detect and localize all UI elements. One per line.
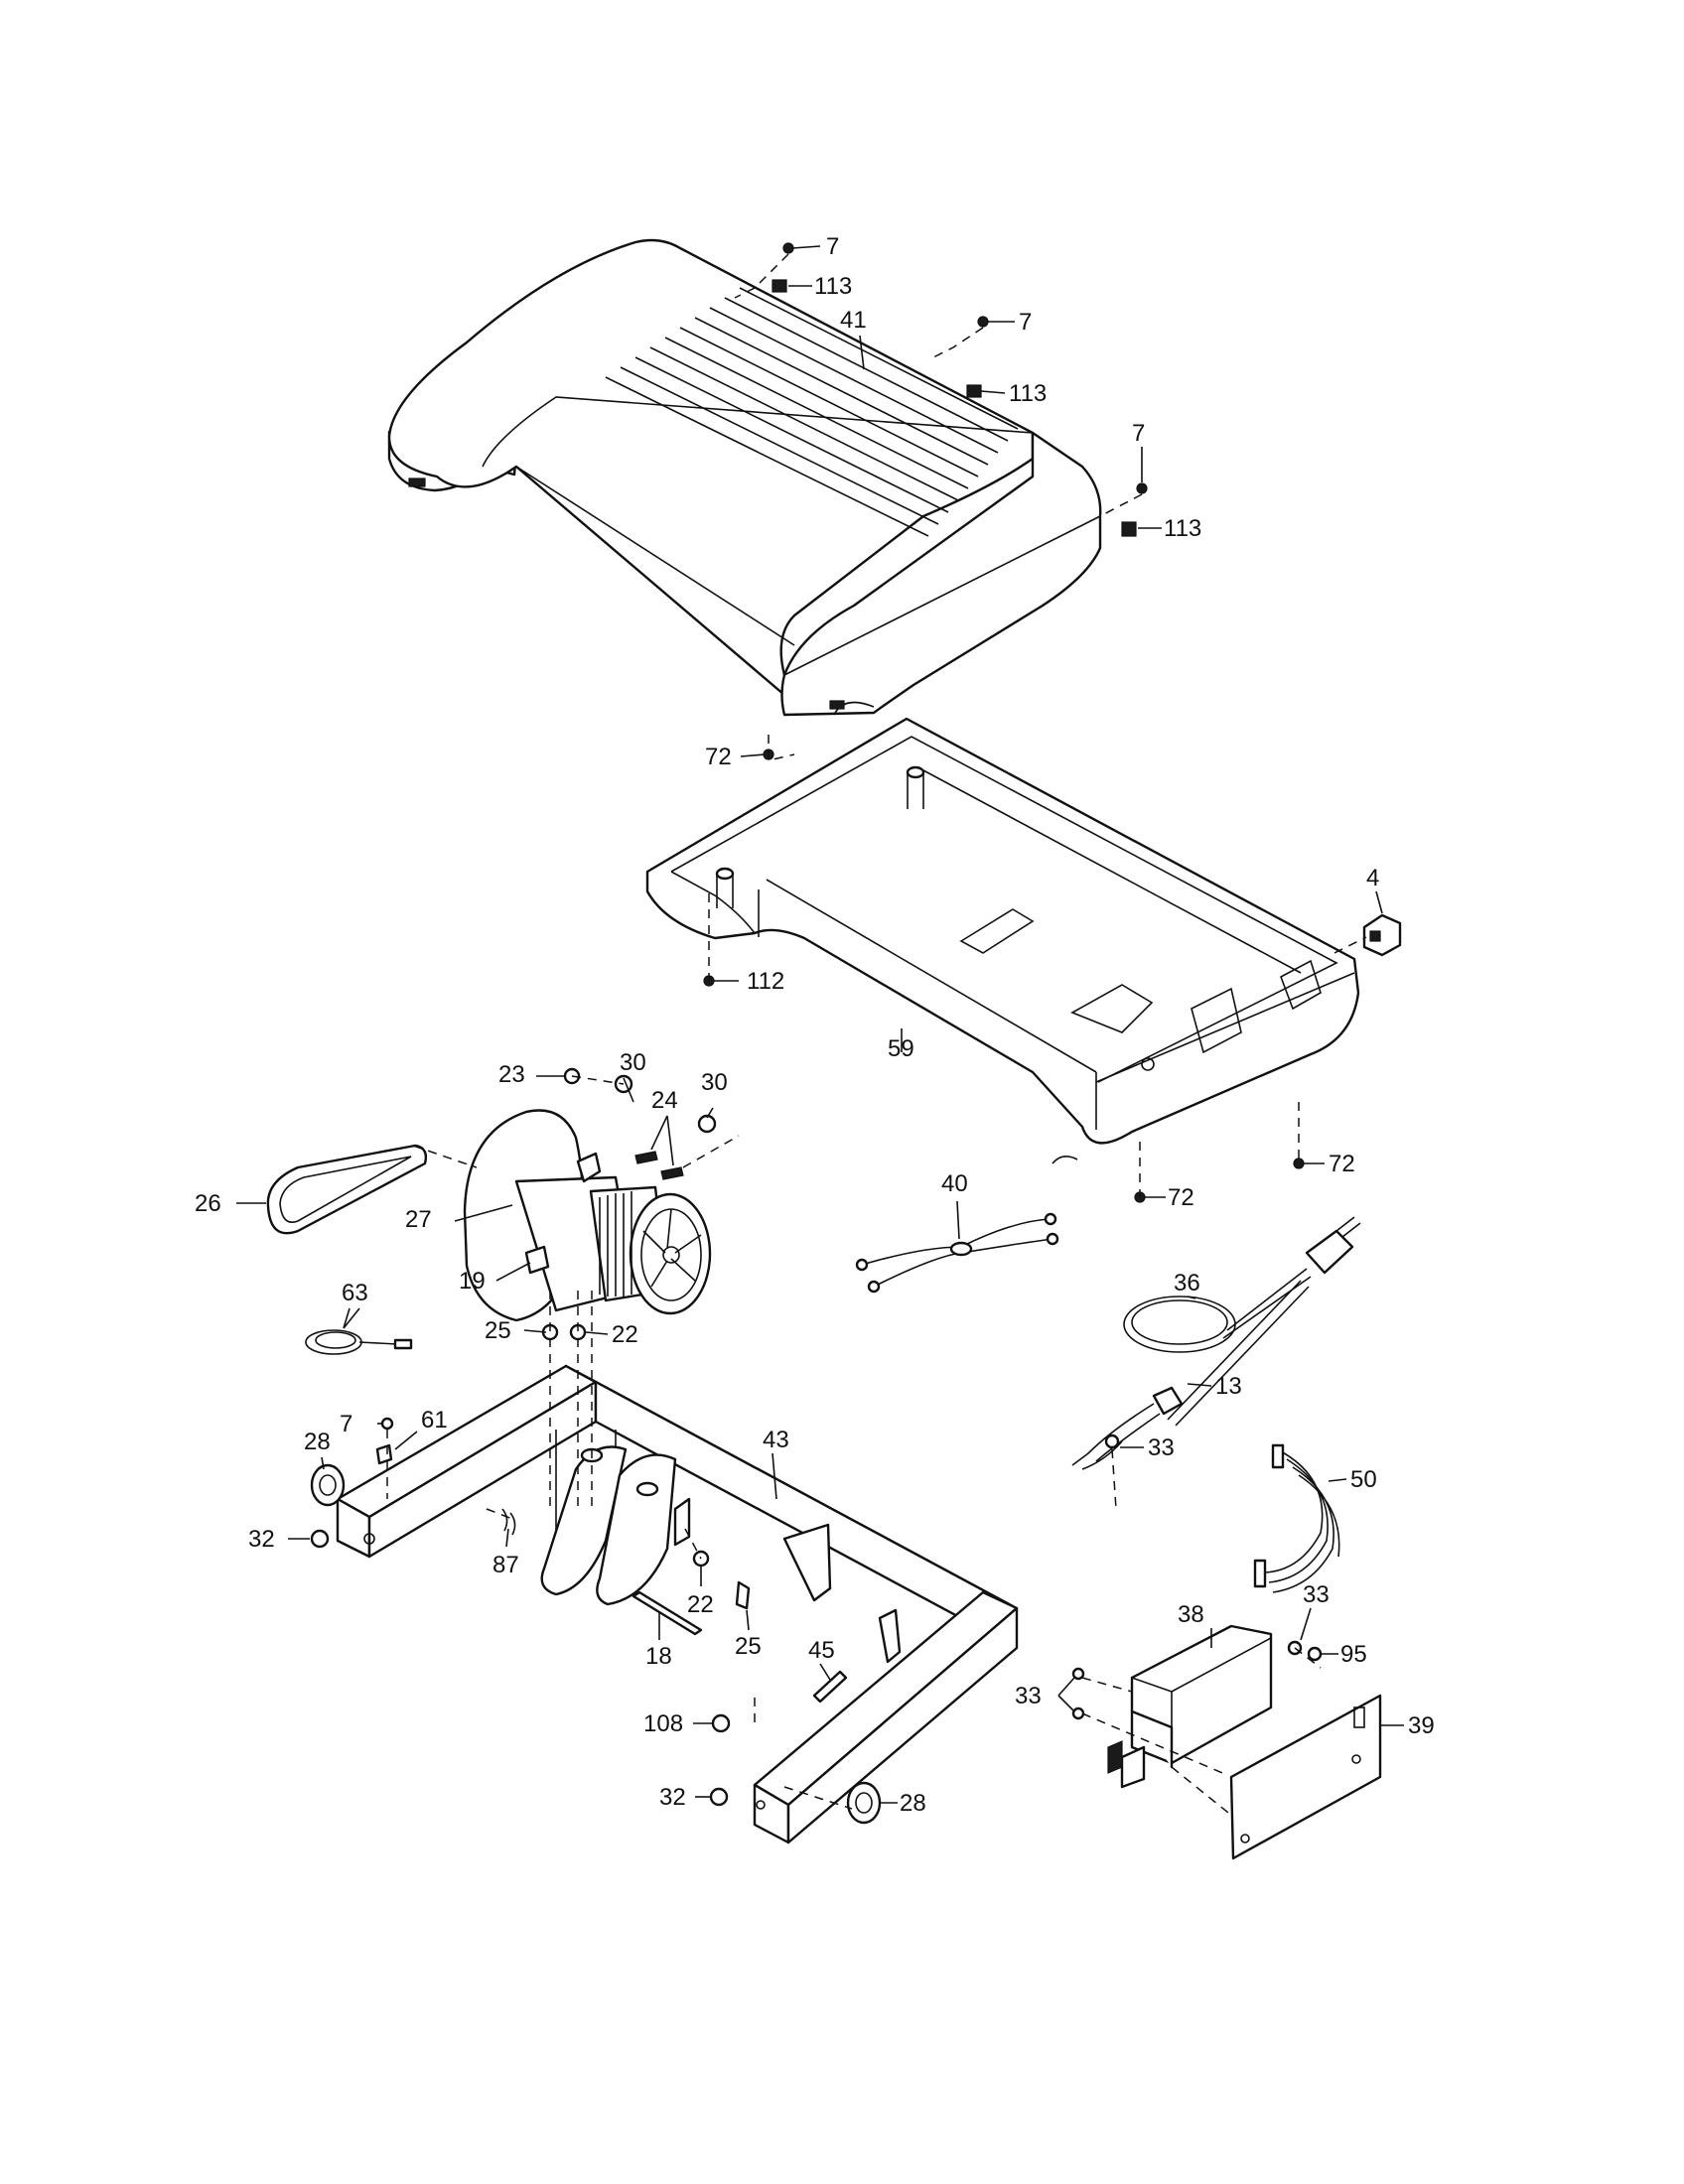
wire-harness-40 xyxy=(855,1212,1059,1294)
callout-label: 72 xyxy=(1168,1184,1194,1211)
callout-label: 40 xyxy=(941,1170,968,1197)
callout-label: 41 xyxy=(840,307,867,334)
main-frame xyxy=(336,1364,1019,1844)
callout-label: 112 xyxy=(747,968,784,995)
callout-label: 63 xyxy=(342,1280,368,1306)
callout-label: 7 xyxy=(1019,309,1032,336)
callout-label: 28 xyxy=(900,1790,926,1817)
callout-label: 113 xyxy=(1009,380,1047,407)
callout-label: 87 xyxy=(492,1552,519,1578)
callout-label: 38 xyxy=(1178,1601,1204,1628)
hood-ribs xyxy=(605,287,1019,537)
nuts-frame xyxy=(310,1417,731,1807)
callout-label: 30 xyxy=(620,1049,646,1076)
speed-sensor-63 xyxy=(305,1307,413,1355)
callout-label: 4 xyxy=(1366,865,1379,891)
callout-label: 33 xyxy=(1148,1434,1175,1461)
callout-label: 7 xyxy=(340,1411,352,1437)
callout-labels: 7 113 41 7 113 7 113 72 4 112 59 72 72 2… xyxy=(195,233,1435,1817)
callout-label: 7 xyxy=(826,233,839,260)
callout-label: 59 xyxy=(888,1035,914,1062)
callout-label: 72 xyxy=(705,744,732,770)
callout-label: 113 xyxy=(814,273,852,300)
callout-label: 36 xyxy=(1174,1270,1200,1297)
assembly-lines xyxy=(386,253,1367,1818)
controller-38 xyxy=(1107,1624,1273,1789)
hood-base xyxy=(645,717,1360,1164)
callout-label: 33 xyxy=(1015,1683,1042,1709)
callout-label: 28 xyxy=(304,1429,331,1455)
callout-label: 30 xyxy=(701,1069,728,1096)
callout-label: 61 xyxy=(421,1407,448,1433)
callout-label: 22 xyxy=(612,1321,638,1348)
callout-label: 113 xyxy=(1164,515,1201,542)
axle-18 xyxy=(632,1590,703,1636)
wire-bundle-50 xyxy=(1253,1443,1340,1593)
wheels-28 xyxy=(310,1463,882,1825)
callout-label: 23 xyxy=(498,1061,525,1088)
callout-label: 25 xyxy=(735,1633,762,1660)
callout-label: 26 xyxy=(195,1190,221,1217)
callout-label: 33 xyxy=(1303,1581,1330,1608)
callout-label: 50 xyxy=(1350,1466,1377,1493)
callout-label: 72 xyxy=(1329,1151,1355,1177)
callout-label: 18 xyxy=(645,1643,672,1670)
callout-label: 95 xyxy=(1340,1641,1367,1668)
callout-label: 13 xyxy=(1215,1373,1242,1400)
base-posts xyxy=(715,765,925,908)
power-switch xyxy=(1362,913,1402,957)
motor-hood xyxy=(387,238,1102,717)
controller-plate-39 xyxy=(1229,1694,1382,1860)
callout-label: 24 xyxy=(651,1087,678,1114)
callout-label: 22 xyxy=(687,1591,714,1618)
callout-label: 27 xyxy=(405,1206,432,1233)
drive-motor xyxy=(463,1109,712,1322)
callout-label: 25 xyxy=(485,1317,511,1344)
callout-label: 32 xyxy=(659,1784,686,1811)
leader-lines xyxy=(236,245,1404,1804)
power-cord xyxy=(1071,1216,1361,1470)
callout-label: 19 xyxy=(459,1268,486,1295)
callout-label: 7 xyxy=(1132,420,1145,447)
drive-belt xyxy=(266,1144,428,1235)
callout-label: 39 xyxy=(1408,1712,1435,1739)
callout-label: 108 xyxy=(643,1710,683,1737)
callout-label: 43 xyxy=(763,1427,789,1453)
callout-label: 32 xyxy=(248,1526,275,1553)
callout-label: 45 xyxy=(808,1637,835,1664)
